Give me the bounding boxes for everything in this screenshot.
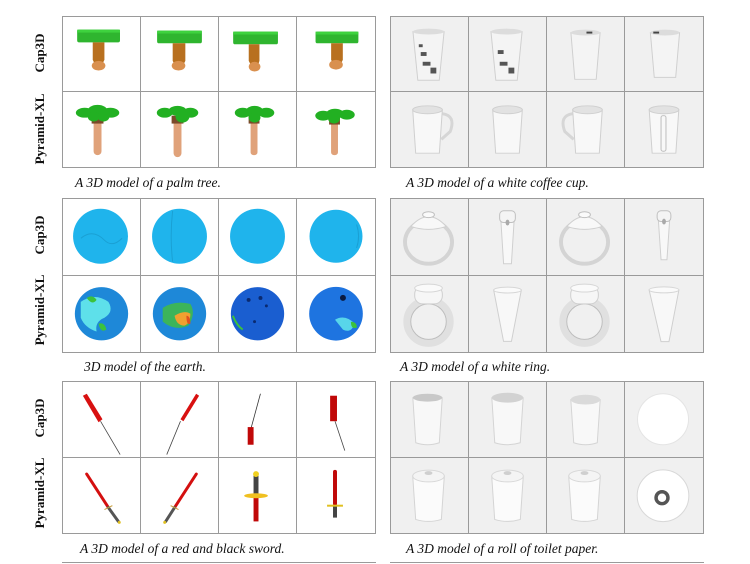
row-label-pyramid-xl: Pyramid-XL: [32, 457, 47, 529]
render-pyramid-palm-2: [141, 92, 219, 167]
caption-sword: A 3D model of a red and black sword.: [80, 541, 285, 556]
render-cap3d-cylinder-2: [469, 382, 547, 458]
render-cap3d-cup-4: [625, 17, 703, 92]
render-pyramid-ring-side-2: [625, 275, 703, 352]
row-label-cap3d: Cap3D: [32, 33, 47, 73]
row-label-pyramid-xl: Pyramid-XL: [32, 274, 47, 346]
render-cap3d-cup-2: [469, 17, 547, 92]
render-pyramid-ring-front-1: [391, 275, 469, 352]
render-cap3d-earth-2: [141, 199, 219, 276]
image-grid-coffee-cup: [390, 16, 704, 168]
render-pyramid-sword-2: [141, 457, 219, 533]
caption-coffee-cup: A 3D model of a white coffee cup.: [406, 175, 589, 190]
render-cap3d-palm-3: [219, 17, 297, 92]
render-pyramid-roll-2: [469, 457, 547, 533]
row-label-cap3d: Cap3D: [32, 215, 47, 255]
render-cap3d-palm-1: [63, 17, 141, 92]
render-cap3d-earth-4: [297, 199, 375, 276]
render-cap3d-palm-4: [297, 17, 375, 92]
render-cap3d-ring-side-2: [625, 199, 703, 276]
render-pyramid-mug-1: [391, 92, 469, 167]
caption-ring: A 3D model of a white ring.: [400, 359, 551, 374]
render-pyramid-sword-3: [219, 457, 297, 533]
image-grid-palm-tree: [62, 16, 376, 168]
render-cap3d-cup-3: [547, 17, 625, 92]
render-pyramid-earth-4: [297, 275, 375, 352]
render-cap3d-cylinder-3: [547, 382, 625, 458]
render-pyramid-palm-4: [297, 92, 375, 167]
render-cap3d-earth-1: [63, 199, 141, 276]
next-panel-edge-left: [62, 562, 376, 563]
render-cap3d-ring-side-1: [469, 199, 547, 276]
render-cap3d-sword-3: [219, 382, 297, 458]
render-pyramid-palm-3: [219, 92, 297, 167]
render-cap3d-earth-3: [219, 199, 297, 276]
render-pyramid-ring-front-2: [547, 275, 625, 352]
render-pyramid-roll-3: [547, 457, 625, 533]
image-grid-toilet-paper: [390, 381, 704, 534]
caption-palm-tree: A 3D model of a palm tree.: [75, 175, 221, 190]
render-cap3d-ring-front-2: [547, 199, 625, 276]
render-cap3d-sword-4: [297, 382, 375, 458]
render-pyramid-mug-3: [547, 92, 625, 167]
render-cap3d-palm-2: [141, 17, 219, 92]
render-cap3d-ring-front-1: [391, 199, 469, 276]
render-pyramid-roll-1: [391, 457, 469, 533]
render-cap3d-cup-1: [391, 17, 469, 92]
render-pyramid-roll-top: [625, 457, 703, 533]
render-pyramid-ring-side-1: [469, 275, 547, 352]
caption-toilet-paper: A 3D model of a roll of toilet paper.: [406, 541, 599, 556]
image-grid-earth: [62, 198, 376, 353]
render-pyramid-mug-4: [625, 92, 703, 167]
render-pyramid-sword-4: [297, 457, 375, 533]
row-label-cap3d: Cap3D: [32, 398, 47, 438]
render-pyramid-palm-1: [63, 92, 141, 167]
render-pyramid-earth-1: [63, 275, 141, 352]
render-pyramid-mug-2: [469, 92, 547, 167]
row-label-pyramid-xl: Pyramid-XL: [32, 93, 47, 165]
render-cap3d-disc-top: [625, 382, 703, 458]
render-pyramid-earth-3: [219, 275, 297, 352]
caption-earth: 3D model of the earth.: [84, 359, 206, 374]
image-grid-sword: [62, 381, 376, 534]
render-cap3d-sword-2: [141, 382, 219, 458]
next-panel-edge-right: [390, 562, 704, 563]
render-cap3d-sword-1: [63, 382, 141, 458]
render-pyramid-earth-2: [141, 275, 219, 352]
render-pyramid-sword-1: [63, 457, 141, 533]
image-grid-ring: [390, 198, 704, 353]
render-cap3d-cylinder-1: [391, 382, 469, 458]
